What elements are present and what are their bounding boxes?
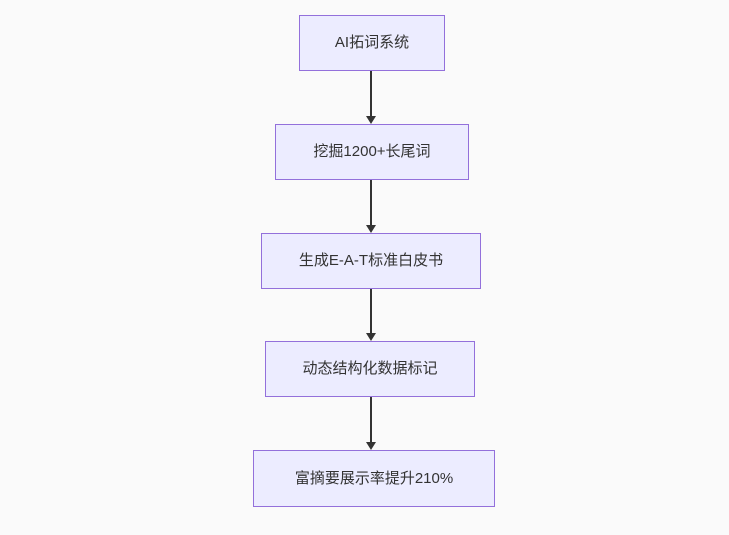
- flow-node-label: 生成E-A-T标准白皮书: [298, 252, 444, 269]
- flow-node-label: 挖掘1200+长尾词: [313, 143, 431, 160]
- flow-node-structured-data-markup: 动态结构化数据标记: [265, 341, 475, 397]
- flow-edge-4: [364, 397, 378, 450]
- edge-line: [370, 180, 372, 225]
- flow-edge-2: [364, 180, 378, 233]
- arrowhead-down-icon: [366, 116, 376, 124]
- flow-node-eat-whitepaper: 生成E-A-T标准白皮书: [261, 233, 481, 289]
- flow-edge-1: [364, 71, 378, 124]
- arrowhead-down-icon: [366, 333, 376, 341]
- flow-edge-3: [364, 289, 378, 341]
- flow-node-ai-keyword-system: AI拓词系统: [299, 15, 445, 71]
- edge-line: [370, 397, 372, 442]
- flow-node-label: 动态结构化数据标记: [302, 360, 438, 377]
- arrowhead-down-icon: [366, 442, 376, 450]
- flow-node-label: AI拓词系统: [334, 34, 410, 51]
- edge-line: [370, 289, 372, 333]
- edge-line: [370, 71, 372, 116]
- arrowhead-down-icon: [366, 225, 376, 233]
- flow-node-label: 富摘要展示率提升210%: [294, 469, 454, 487]
- flow-node-rich-snippet-result: 富摘要展示率提升210%: [253, 450, 495, 507]
- flow-node-longtail-mining: 挖掘1200+长尾词: [275, 124, 469, 180]
